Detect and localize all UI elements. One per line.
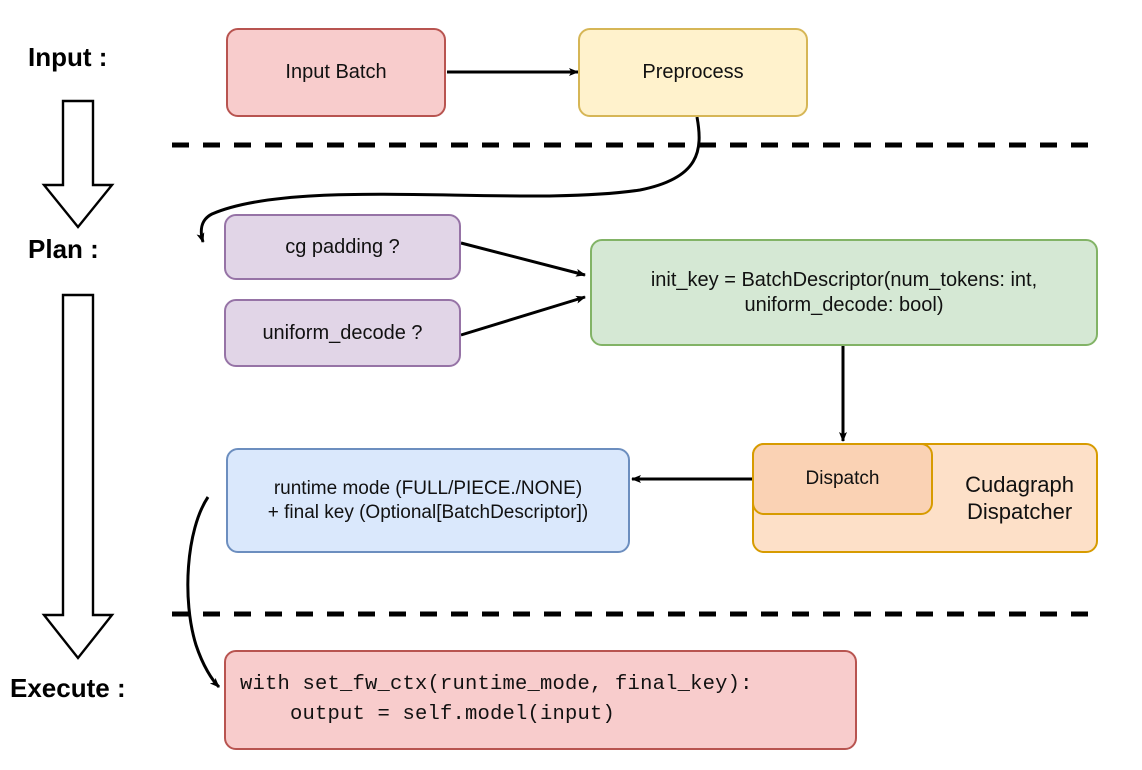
stage-label-plan: Plan : (28, 234, 99, 264)
node-cg-padding-label: cg padding ? (285, 235, 400, 258)
stage-arrow-input-to-plan-icon (41, 99, 115, 229)
node-uniform-decode[interactable]: uniform_decode ? (224, 299, 461, 367)
node-init-key[interactable]: init_key = BatchDescriptor(num_tokens: i… (590, 239, 1098, 346)
node-init-key-label: init_key = BatchDescriptor(num_tokens: i… (650, 268, 1038, 316)
node-execute-code-label: with set_fw_ctx(runtime_mode, final_key)… (240, 673, 753, 726)
node-input-batch[interactable]: Input Batch (226, 28, 446, 117)
connector-uniform-decode-to-init-key (460, 295, 586, 337)
connector-runtime-mode-to-execute-code (186, 496, 221, 689)
node-preprocess-label: Preprocess (642, 61, 744, 83)
node-uniform-decode-label: uniform_decode ? (262, 321, 423, 344)
node-dispatch[interactable]: Dispatch (752, 443, 933, 515)
node-preprocess[interactable]: Preprocess (578, 28, 808, 117)
stage-arrow-plan-to-execute-icon (41, 293, 115, 660)
node-input-batch-label: Input Batch (285, 61, 387, 83)
node-runtime-mode-label: runtime mode (FULL/PIECE./NONE) + final … (267, 477, 589, 523)
stage-label-input: Input : (28, 42, 108, 72)
connector-cg-padding-to-init-key (460, 241, 586, 277)
stage-label-execute: Execute : (10, 673, 126, 703)
node-runtime-mode[interactable]: runtime mode (FULL/PIECE./NONE) + final … (226, 448, 630, 553)
node-cudagraph-dispatcher-label: Cudagraph Dispatcher (965, 471, 1074, 525)
node-execute-code[interactable]: with set_fw_ctx(runtime_mode, final_key)… (224, 650, 857, 750)
node-cg-padding[interactable]: cg padding ? (224, 214, 461, 280)
node-dispatch-label: Dispatch (805, 468, 880, 490)
